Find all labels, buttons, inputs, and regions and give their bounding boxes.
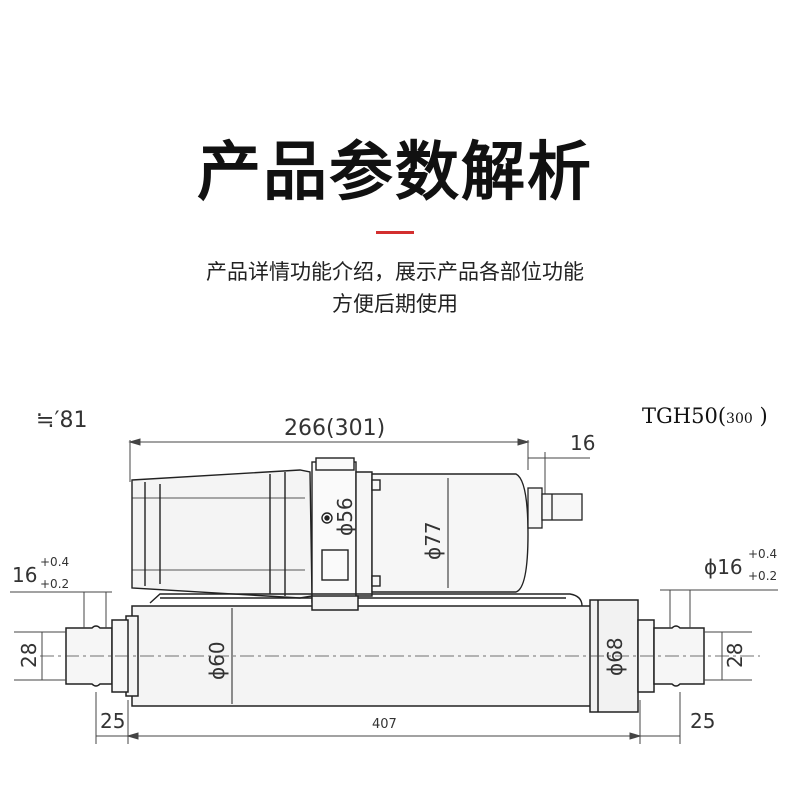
dim-top-left: ≒′81 <box>36 408 87 433</box>
dim-pin-right-lines <box>660 589 778 628</box>
motor-housing <box>131 469 313 599</box>
dim-pin-left: 16 <box>12 563 37 587</box>
dim-end-right: 25 <box>690 709 715 733</box>
dim-clevis-left: 28 <box>17 643 41 668</box>
dim-clevis-right: 28 <box>723 643 747 668</box>
dim-tube-dia: ϕ60 <box>205 641 229 680</box>
dim-overall-length-line <box>128 438 530 482</box>
dim-clevis-left-lines <box>14 631 66 681</box>
subtitle-line-2: 方便后期使用 <box>332 292 458 316</box>
motor-cylinder <box>355 471 529 597</box>
dim-connector: 16 <box>570 431 595 455</box>
dim-total: 407 <box>372 717 397 732</box>
actuator-tube <box>125 595 601 707</box>
subtitle-line-1: 产品详情功能介绍，展示产品各部位功能 <box>206 260 584 284</box>
title-accent-bar <box>376 231 414 234</box>
dim-pin-right-tol-lower: +0.2 <box>748 569 777 583</box>
dim-pin-left-tol-lower: +0.2 <box>40 577 69 591</box>
dim-pin-left-tol-upper: +0.4 <box>40 555 69 569</box>
dim-pin-right-tol-upper: +0.4 <box>748 547 777 561</box>
dim-motor-dia: ϕ77 <box>421 521 445 560</box>
dim-pin-left-lines <box>10 591 112 628</box>
dim-overall-length: 266(301) <box>284 416 385 441</box>
model-label: TGH50(300 ) <box>642 404 768 428</box>
dim-bottom-lines <box>95 692 681 744</box>
dim-pin-right: ϕ16 <box>704 555 743 579</box>
dim-connector-line <box>528 452 590 495</box>
cable-gland <box>527 487 583 529</box>
dim-end-left: 25 <box>100 709 125 733</box>
dim-clevis-right-lines <box>704 631 752 681</box>
page-title: 产品参数解析 <box>197 136 593 210</box>
page-subtitle: 产品详情功能介绍，展示产品各部位功能 方便后期使用 <box>150 256 640 320</box>
dim-rod-dia: ϕ68 <box>603 637 627 676</box>
dim-motor-cap: ϕ56 <box>333 497 357 536</box>
